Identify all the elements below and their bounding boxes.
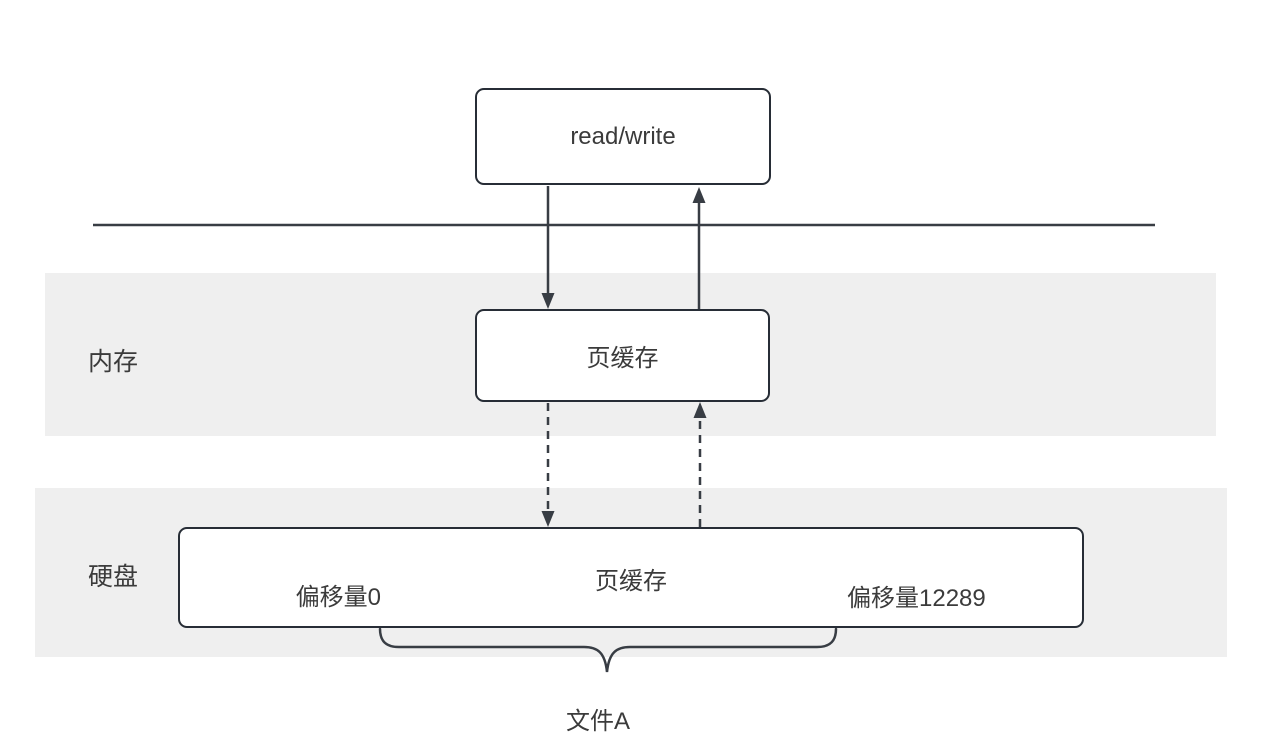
read-write-node: read/write [475,88,771,185]
offset-start-label: 偏移量0 [295,584,381,611]
file-a-label: 文件A [565,708,631,735]
memory-band-label: 内存 [88,348,139,376]
page-cache-label: 页缓存 [586,345,659,372]
offset-end-label: 偏移量12289 [847,585,986,612]
read-write-label: read/write [570,122,676,150]
disk-band-label: 硬盘 [88,563,139,591]
disk-page-cache-label: 页缓存 [595,568,667,595]
disk-file-node [178,527,1084,628]
page-cache-node: 页缓存 [475,309,770,402]
